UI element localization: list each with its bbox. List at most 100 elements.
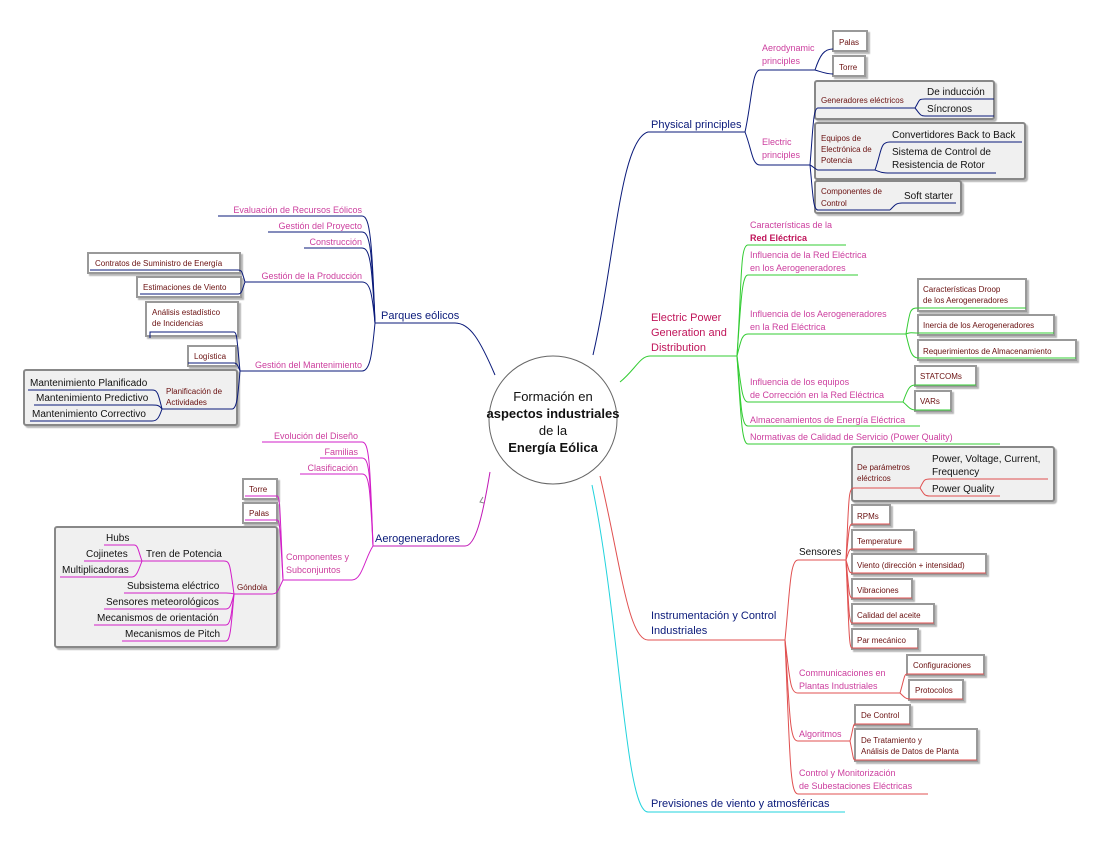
label-aerodynamic-2[interactable]: principles [762, 56, 801, 66]
label-subestaciones-1[interactable]: Control y Monitorización [799, 768, 896, 778]
label-pvcf-2[interactable]: Frequency [932, 467, 979, 478]
label-temperature[interactable]: Temperature [857, 537, 902, 546]
label-requerimientos[interactable]: Requerimientos de Almacenamiento [923, 347, 1052, 356]
label-planificacion-2[interactable]: Actividades [166, 398, 207, 407]
label-mant-correctivo[interactable]: Mantenimiento Correctivo [32, 409, 146, 420]
label-logistica[interactable]: Logística [194, 352, 227, 361]
label-estimaciones[interactable]: Estimaciones de Viento [143, 283, 227, 292]
label-multiplicadoras[interactable]: Multiplicadoras [62, 565, 129, 576]
parques-nodes: Evaluación de Recursos Eólicos Gestión d… [30, 205, 362, 420]
label-electric-principles-2[interactable]: principles [762, 150, 801, 160]
label-sensores-met[interactable]: Sensores meteorológicos [106, 597, 219, 608]
label-param-2[interactable]: eléctricos [857, 474, 891, 483]
label-aerodynamic-1[interactable]: Aerodynamic [762, 43, 815, 53]
label-sistema-1[interactable]: Sistema de Control de [892, 147, 991, 158]
label-influencia-aero-1[interactable]: Influencia de los Aerogeneradores [750, 309, 887, 319]
label-componentes-2[interactable]: Subconjuntos [286, 565, 341, 575]
label-electric-principles-1[interactable]: Electric [762, 137, 792, 147]
label-electric-power-1[interactable]: Electric Power [651, 312, 722, 324]
label-clasificacion[interactable]: Clasificación [307, 463, 358, 473]
label-almacenamientos[interactable]: Almacenamientos de Energía Eléctrica [750, 415, 905, 425]
label-induccion[interactable]: De inducción [927, 87, 985, 98]
label-parques[interactable]: Parques eólicos [381, 310, 460, 322]
label-instrum-2[interactable]: Industriales [651, 625, 708, 637]
label-previsiones[interactable]: Previsiones de viento y atmosféricas [651, 798, 830, 810]
label-rpms[interactable]: RPMs [857, 512, 879, 521]
label-pitch[interactable]: Mecanismos de Pitch [125, 629, 220, 640]
label-soft-starter[interactable]: Soft starter [904, 191, 954, 202]
label-analisis-1[interactable]: Análisis estadístico [152, 308, 221, 317]
label-mant-planificado[interactable]: Mantenimiento Planificado [30, 378, 148, 389]
label-comunicaciones-2[interactable]: Plantas Industriales [799, 681, 878, 691]
label-equipos-corr-1[interactable]: Influencia de los equipos [750, 377, 850, 387]
label-gestion-produccion[interactable]: Gestión de la Producción [261, 271, 362, 281]
label-protocolos[interactable]: Protocolos [915, 686, 953, 695]
label-sistema-2[interactable]: Resistencia de Rotor [892, 160, 985, 171]
label-torre-top[interactable]: Torre [839, 63, 858, 72]
box-temperature [851, 529, 915, 551]
label-influencia-red-2[interactable]: en los Aerogeneradores [750, 263, 846, 273]
label-influencia-red-1[interactable]: Influencia de la Red Eléctrica [750, 250, 867, 260]
label-droop-2[interactable]: de los Aerogeneradores [923, 296, 1008, 305]
label-subestaciones-2[interactable]: de Subestaciones Eléctricas [799, 781, 913, 791]
label-equipos-3[interactable]: Potencia [821, 156, 853, 165]
label-evaluacion[interactable]: Evaluación de Recursos Eólicos [233, 205, 362, 215]
label-gondola[interactable]: Góndola [237, 583, 268, 592]
label-aerogeneradores[interactable]: Aerogeneradores [375, 533, 461, 545]
label-vibraciones[interactable]: Vibraciones [857, 586, 899, 595]
label-gestion-mantenimiento[interactable]: Gestión del Mantenimiento [255, 360, 362, 370]
label-physical-principles[interactable]: Physical principles [651, 119, 742, 131]
label-caracteristicas-1[interactable]: Características de la [750, 220, 832, 230]
label-droop-1[interactable]: Características Droop [923, 285, 1001, 294]
label-componentes-1[interactable]: Componentes y [286, 552, 350, 562]
label-mant-predictivo[interactable]: Mantenimiento Predictivo [36, 393, 149, 404]
label-palas-left[interactable]: Palas [249, 509, 269, 518]
label-analisis-2[interactable]: de Incidencias [152, 319, 203, 328]
label-equipos-1[interactable]: Equipos de [821, 134, 862, 143]
label-equipos-corr-2[interactable]: de Corrección en la Red Eléctrica [750, 390, 884, 400]
label-construccion[interactable]: Construcción [309, 237, 362, 247]
label-influencia-aero-2[interactable]: en la Red Eléctrica [750, 322, 826, 332]
label-param-1[interactable]: De parámetros [857, 463, 910, 472]
label-de-control[interactable]: De Control [861, 711, 899, 720]
label-componentes-control-1[interactable]: Componentes de [821, 187, 882, 196]
center-node[interactable]: Formación en aspectos industriales de la… [487, 355, 620, 485]
label-cojinetes[interactable]: Cojinetes [86, 549, 128, 560]
label-equipos-2[interactable]: Electrónica de [821, 145, 872, 154]
label-generadores[interactable]: Generadores eléctricos [821, 96, 904, 105]
label-gestion-proyecto[interactable]: Gestión del Proyecto [278, 221, 362, 231]
label-vars[interactable]: VARs [920, 397, 940, 406]
label-power-quality[interactable]: Power Quality [932, 484, 994, 495]
label-sensores[interactable]: Sensores [799, 547, 841, 558]
label-normativas[interactable]: Normativas de Calidad de Servicio (Power… [750, 432, 953, 442]
label-hubs[interactable]: Hubs [106, 533, 129, 544]
label-par[interactable]: Par mecánico [857, 636, 906, 645]
label-algoritmos[interactable]: Algoritmos [799, 729, 842, 739]
label-sincronos[interactable]: Síncronos [927, 104, 972, 115]
label-calidad[interactable]: Calidad del aceite [857, 611, 921, 620]
box-gondola [54, 526, 278, 648]
label-convertidores[interactable]: Convertidores Back to Back [892, 130, 1016, 141]
label-tratamiento-1[interactable]: De Tratamiento y [861, 736, 922, 745]
label-statcoms[interactable]: STATCOMs [920, 372, 962, 381]
label-pvcf-1[interactable]: Power, Voltage, Current, [932, 454, 1040, 465]
label-electric-power-3[interactable]: Distribution [651, 342, 706, 354]
label-torre-left[interactable]: Torre [249, 485, 268, 494]
label-inercia[interactable]: Inercia de los Aerogeneradores [923, 321, 1034, 330]
label-electric-power-2[interactable]: Generation and [651, 327, 727, 339]
label-tren[interactable]: Tren de Potencia [146, 549, 222, 560]
label-componentes-control-2[interactable]: Control [821, 199, 847, 208]
label-instrum-1[interactable]: Instrumentación y Control [651, 610, 776, 622]
label-tratamiento-2[interactable]: Análisis de Datos de Planta [861, 747, 959, 756]
label-familias[interactable]: Familias [324, 447, 358, 457]
label-comunicaciones-1[interactable]: Communicaciones en [799, 668, 886, 678]
label-caracteristicas-2[interactable]: Red Eléctrica [750, 233, 808, 243]
label-viento[interactable]: Viento (dirección + intensidad) [857, 561, 965, 570]
label-subsistema[interactable]: Subsistema eléctrico [127, 581, 220, 592]
label-configuraciones[interactable]: Configuraciones [913, 661, 971, 670]
label-contratos[interactable]: Contratos de Suministro de Energía [95, 259, 223, 268]
label-planificacion-1[interactable]: Planificación de [166, 387, 223, 396]
label-evolucion[interactable]: Evolución del Diseño [274, 431, 358, 441]
label-orientacion[interactable]: Mecanismos de orientación [97, 613, 219, 624]
label-palas-top[interactable]: Palas [839, 38, 859, 47]
